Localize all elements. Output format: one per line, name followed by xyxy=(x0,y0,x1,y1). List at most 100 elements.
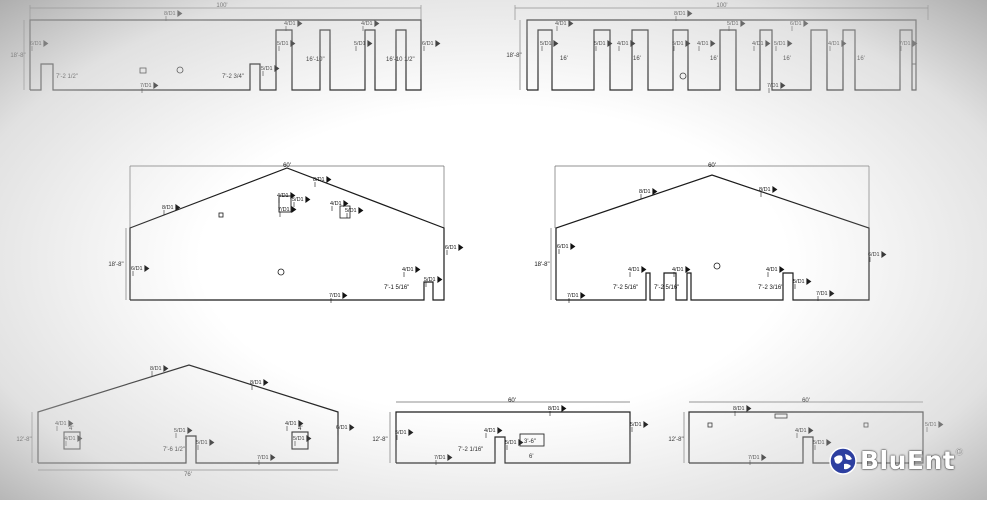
section-tag-marker: 6/D1 xyxy=(30,40,49,51)
section-tag-marker: 5/D1 xyxy=(774,40,793,51)
panel-1-note-4: 7'-2 3/4" xyxy=(222,74,244,80)
section-flag-icon xyxy=(561,405,567,412)
section-flag-icon xyxy=(408,429,414,436)
section-flag-icon xyxy=(305,196,311,203)
section-flag-icon xyxy=(518,439,524,446)
section-tag-marker: 6/D1 xyxy=(790,20,809,31)
section-flag-icon xyxy=(570,243,576,250)
panel-1-note-2: 16'-10 1/2" xyxy=(386,57,415,63)
panel-1-width-label: 100' xyxy=(216,3,227,9)
section-flag-icon xyxy=(447,454,453,461)
wall-outline xyxy=(526,19,917,91)
section-tag-marker: 4/D1 xyxy=(284,20,303,31)
panel-1-height-label: 18'-8" xyxy=(10,53,25,59)
section-flag-icon xyxy=(787,40,793,47)
section-flag-icon xyxy=(803,20,809,27)
section-flag-icon xyxy=(187,427,193,434)
wall-outline xyxy=(555,174,870,301)
section-tag-marker: 5/D1 xyxy=(292,196,311,207)
section-tag-marker: 6/D1 xyxy=(557,243,576,254)
section-tag-marker: 5/D1 xyxy=(196,439,215,450)
section-flag-icon xyxy=(367,40,373,47)
section-flag-icon xyxy=(270,454,276,461)
section-tag-marker: 4/D1 xyxy=(672,266,691,277)
panel-6-note-1: 7'-2 1/16" xyxy=(458,447,483,453)
panel-5-note-2: 4' xyxy=(69,426,73,432)
logo-registered-mark: ® xyxy=(956,447,963,457)
section-tag-marker: 5/D1 xyxy=(925,421,944,432)
section-tag-marker: 8/D1 xyxy=(733,405,752,416)
panel-4-note-2: 7'-2 5/16" xyxy=(654,285,679,291)
section-flag-icon xyxy=(163,365,169,372)
section-tag-marker: 7/D1 xyxy=(278,206,297,217)
section-tag-marker: 8/D1 xyxy=(313,176,332,187)
section-flag-icon xyxy=(568,20,574,27)
panel-6-width-label: 60' xyxy=(508,398,516,404)
section-flag-icon xyxy=(710,40,716,47)
panel-6-note-2: 3'-6" xyxy=(524,439,536,445)
section-flag-icon xyxy=(153,82,159,89)
section-flag-icon xyxy=(881,251,887,258)
section-tag-marker: 4/D1 xyxy=(628,266,647,277)
section-flag-icon xyxy=(274,65,280,72)
logo-brand-text: BluEnt xyxy=(860,446,956,475)
panel-4-labels: 60' 18'-8" 7'-2 5/16" 7'-2 5/16" 7'-2 3/… xyxy=(534,163,783,291)
section-tag-marker: 5/D1 xyxy=(630,421,649,432)
section-tag-marker: 5/D1 xyxy=(354,40,373,51)
section-flag-icon xyxy=(685,266,691,273)
panel-3-note-1: 7'-1 5/16" xyxy=(384,285,409,291)
section-tag-marker: 4/D1 xyxy=(795,427,814,438)
section-tag-marker: 8/D1 xyxy=(759,186,778,197)
section-flag-icon xyxy=(687,10,693,17)
elevation-panel-6 xyxy=(389,401,631,464)
panel-5-note-3: 4' xyxy=(298,426,302,432)
section-tag-marker: 5/D1 xyxy=(395,429,414,440)
section-flag-icon xyxy=(415,266,421,273)
section-tag-marker: 8/D1 xyxy=(674,10,693,21)
section-tag-marker: 8/D1 xyxy=(548,405,567,416)
section-flag-icon xyxy=(437,276,443,283)
elevation-panel-3 xyxy=(125,165,445,301)
panel-2-note-1: 16' xyxy=(560,56,568,62)
section-tag-marker: 4/D1 xyxy=(828,40,847,51)
section-flag-icon xyxy=(630,40,636,47)
section-flag-icon xyxy=(326,176,332,183)
section-tag-marker: 6/D1 xyxy=(336,424,355,435)
section-tag-marker: 4/D1 xyxy=(617,40,636,51)
panel-4-note-3: 7'-2 3/16" xyxy=(758,285,783,291)
section-flag-icon xyxy=(938,421,944,428)
panel-2-note-5: 16' xyxy=(857,56,865,62)
section-flag-icon xyxy=(458,244,464,251)
section-flag-icon xyxy=(772,186,778,193)
section-flag-icon xyxy=(808,427,814,434)
section-flag-icon xyxy=(144,265,150,272)
section-flag-icon xyxy=(780,82,786,89)
section-flag-icon xyxy=(643,421,649,428)
section-tag-marker: 5/D1 xyxy=(345,207,364,218)
section-tag-marker: 5/D1 xyxy=(505,439,524,450)
section-tag-marker: 6/D1 xyxy=(422,40,441,51)
panel-5-width-label: 76' xyxy=(184,472,192,478)
elevation-panel-5 xyxy=(31,364,339,471)
section-flag-icon xyxy=(580,292,586,299)
panel-5-note-1: 7'-6 1/2" xyxy=(163,447,185,453)
panel-7-width-label: 60' xyxy=(802,398,810,404)
section-tag-marker: 5/D1 xyxy=(793,278,812,289)
panel-3-labels: 60' 18'-8" 7'-1 5/16" xyxy=(108,163,409,291)
section-flag-icon xyxy=(349,424,355,431)
section-flag-icon xyxy=(912,40,918,47)
section-tag-marker: 7/D1 xyxy=(329,292,348,303)
section-tag-marker: 5/D1 xyxy=(261,65,280,76)
section-flag-icon xyxy=(342,292,348,299)
wall-outline xyxy=(129,167,445,301)
section-flag-icon xyxy=(740,20,746,27)
section-tag-marker: 5/D1 xyxy=(277,40,296,51)
panel-4-height-label: 18'-8" xyxy=(534,262,549,268)
section-flag-icon xyxy=(641,266,647,273)
panel-3-width-label: 60' xyxy=(283,163,291,169)
panel-3-height-label: 18'-8" xyxy=(108,262,123,268)
section-tag-marker: 4/D1 xyxy=(697,40,716,51)
panel-2-note-3: 16' xyxy=(710,56,718,62)
